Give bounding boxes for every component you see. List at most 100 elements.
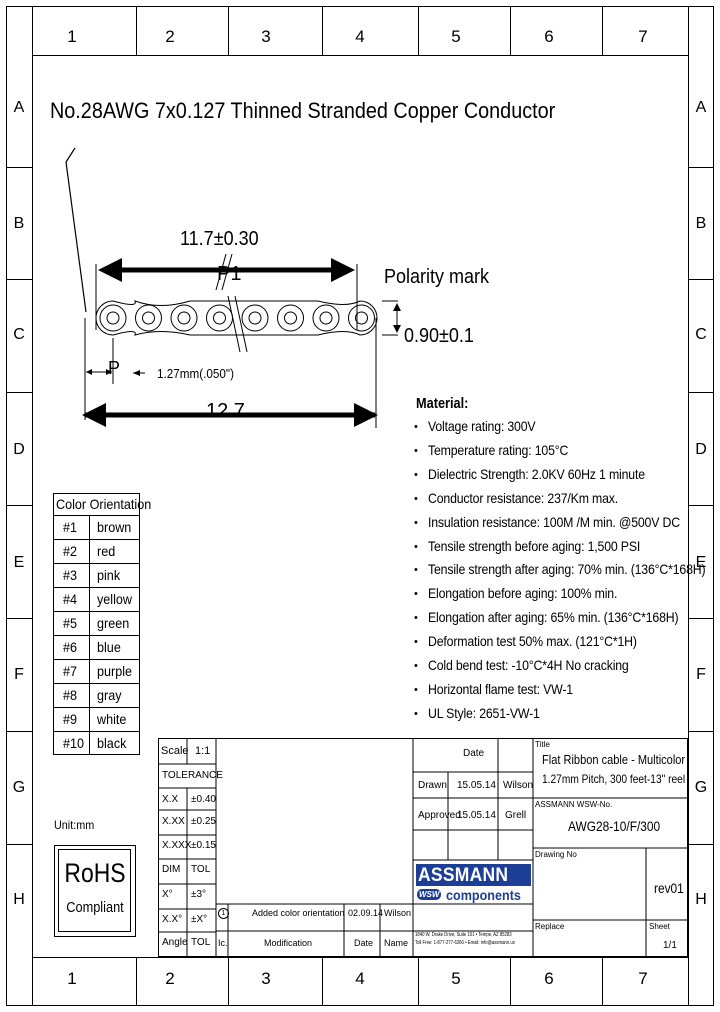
grid-column-divider	[136, 957, 137, 1005]
tolerance-key: Angle	[162, 937, 188, 948]
material-item-text: Horizontal flame test: VW-1	[428, 680, 573, 697]
table-row-divider	[53, 515, 140, 516]
row-label-left: H	[13, 891, 25, 908]
material-item-text: UL Style: 2651-VW-1	[428, 704, 540, 721]
material-item-text: Tensile strength after aging: 70% min. (…	[428, 561, 706, 578]
conductor-core	[319, 311, 333, 325]
grid-column-divider	[322, 957, 323, 1005]
logo-bottom: components	[446, 887, 521, 903]
tolerance-value: TOL	[191, 864, 211, 875]
conductor-core	[284, 311, 297, 325]
rev-description: Added color orientation	[252, 908, 345, 918]
col-label-bottom: 1	[67, 969, 77, 988]
tolerance-key: X°	[162, 889, 173, 900]
part-number-label: ASSMANN WSW-No.	[535, 800, 613, 809]
color-orientation-heading: Color Orientation	[56, 496, 152, 512]
cable-cross-section-drawing	[65, 147, 401, 428]
tolerance-label: TOLERANCE	[162, 770, 223, 781]
material-item-text: Temperature rating: 105°C	[428, 441, 569, 458]
row-label-left: C	[13, 326, 25, 343]
bullet-icon: •	[414, 516, 418, 529]
table-cell-color: pink	[97, 567, 121, 583]
bullet-icon: •	[414, 707, 418, 720]
title-block-grid	[158, 738, 688, 957]
row-label-left: B	[13, 215, 25, 232]
logo-bar	[416, 864, 531, 886]
table-column-divider	[89, 707, 90, 731]
pitch-value: 1.27mm(.050")	[157, 366, 234, 381]
table-row-divider	[53, 611, 140, 612]
conductor-core	[248, 311, 262, 325]
conductor-insulation	[241, 304, 269, 332]
material-item-text: Conductor resistance: 237/Km max.	[428, 489, 619, 506]
rev-by: Wilson	[384, 908, 412, 918]
conductor-core	[142, 311, 155, 325]
frame-outer-top	[6, 6, 714, 7]
drawn-by: Wilson	[503, 780, 534, 791]
approved-by: Grell	[505, 810, 527, 821]
bullet-icon: •	[414, 421, 418, 433]
bullet-icon: •	[414, 540, 418, 553]
table-cell-number: #3	[63, 567, 78, 583]
rev-date-header: Date	[354, 938, 374, 948]
table-column-divider	[89, 683, 90, 707]
bullet-icon: •	[414, 588, 418, 601]
col-label-bottom: 5	[451, 969, 461, 988]
col-label-bottom: 4	[355, 969, 365, 988]
scale-label: Scale	[161, 745, 189, 757]
conductor-core	[213, 311, 226, 325]
col-label-top: 2	[165, 27, 175, 46]
width-label: 12.7	[206, 400, 245, 422]
material-heading: Material:	[416, 395, 469, 412]
table-column-divider	[89, 635, 90, 659]
col-label-top: 3	[261, 27, 271, 46]
grid-row-divider	[688, 392, 714, 393]
col-label-bottom: 7	[638, 969, 648, 988]
grid-row-divider	[6, 167, 32, 168]
table-row-divider	[53, 635, 140, 636]
frame-inner-right	[688, 6, 689, 1006]
replace-label: Replace	[535, 922, 565, 931]
tolerance-key: X.XX	[162, 816, 185, 827]
drawn-date: 15.05.14	[457, 780, 496, 791]
conductor-insulation	[348, 304, 375, 332]
table-row-divider	[53, 563, 140, 564]
conductor-insulation	[135, 304, 162, 332]
bullet-icon: •	[414, 564, 418, 577]
table-cell-color: gray	[97, 687, 122, 703]
contact-line: Toll Free: 1-877-277-6266 • Email: info@…	[415, 940, 515, 946]
table-cell-color: black	[97, 735, 127, 751]
tolerance-value: ±0.25	[191, 816, 216, 827]
conductor-core	[177, 311, 191, 325]
grid-row-divider	[6, 505, 32, 506]
tolerance-value: ±0.15	[191, 840, 216, 851]
row-label-right: H	[695, 891, 707, 908]
conductor-insulation	[277, 304, 304, 332]
row-label-right: F	[696, 666, 706, 683]
table-cell-color: red	[97, 543, 116, 559]
material-item-text: Voltage rating: 300V	[428, 418, 536, 434]
row-label-left: G	[12, 779, 26, 796]
frame-inner-left	[32, 6, 33, 1006]
tolerance-value: ±X°	[191, 914, 208, 925]
table-column-divider	[89, 563, 90, 587]
logo-wsw: WSW	[417, 889, 442, 900]
conductor-core	[106, 311, 120, 325]
tolerance-value: ±3°	[191, 889, 207, 900]
table-row-divider	[53, 731, 140, 732]
grid-column-divider	[228, 6, 229, 55]
col-label-bottom: 3	[261, 969, 271, 988]
grid-row-divider	[6, 731, 32, 732]
bullet-icon: •	[414, 660, 418, 672]
modification-header: Modification	[264, 938, 313, 948]
grid-column-divider	[418, 957, 419, 1005]
unit-label: Unit:mm	[54, 818, 95, 832]
table-column-divider	[89, 515, 90, 539]
grid-row-divider	[688, 505, 714, 506]
table-cell-number: #2	[63, 543, 78, 559]
conductor-insulation	[312, 304, 340, 332]
material-item-text: Dielectric Strength: 2.0KV 60Hz 1 minute	[428, 465, 645, 482]
grid-row-divider	[688, 279, 714, 280]
polarity-mark-label: Polarity mark	[384, 266, 490, 288]
